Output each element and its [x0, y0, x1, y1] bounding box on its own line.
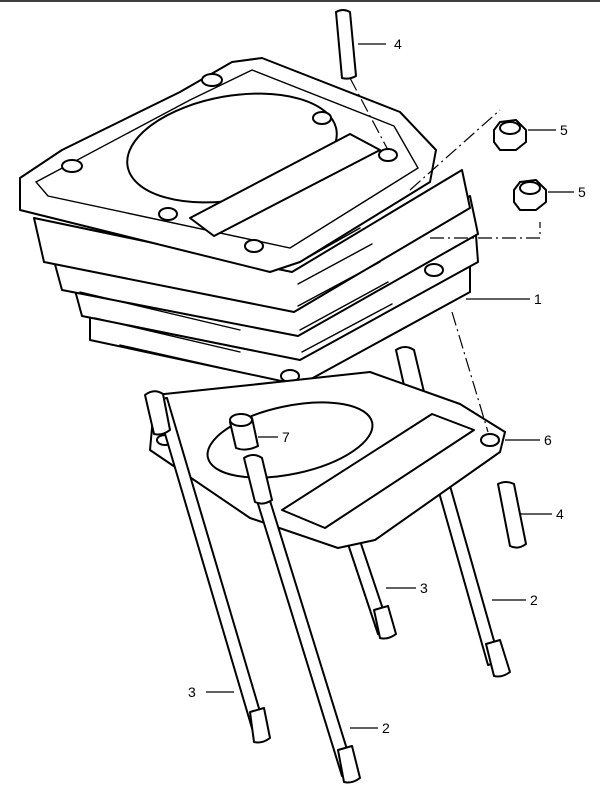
short-stud-bolt-right — [497, 481, 527, 549]
alignment-line-top-stud — [349, 77, 389, 151]
callout-1: 1 — [534, 291, 542, 307]
callout-3-right: 3 — [420, 580, 428, 596]
cylinder-block — [19, 57, 479, 386]
cap-nut-lower — [513, 179, 547, 211]
callout-4-right: 4 — [556, 506, 564, 522]
callout-2-right: 2 — [530, 592, 538, 608]
dowel-pin — [229, 413, 259, 451]
callout-5-upper: 5 — [560, 122, 568, 138]
callout-3-left: 3 — [188, 684, 196, 700]
long-stud-bolt-left-front — [144, 390, 271, 744]
alignment-line-lower-nut — [430, 222, 541, 239]
callout-2-bottom: 2 — [382, 720, 390, 736]
alignment-line-upper-nut — [409, 109, 501, 191]
callout-5-lower: 5 — [578, 184, 586, 200]
cap-nut-upper — [493, 119, 527, 151]
short-stud-bolt-top — [335, 9, 357, 80]
long-stud-bolt-left-rear — [243, 454, 361, 784]
callout-6: 6 — [544, 432, 552, 448]
callout-4-top: 4 — [394, 36, 402, 52]
callout-7: 7 — [282, 429, 290, 445]
alignment-line-gasket — [451, 311, 489, 433]
